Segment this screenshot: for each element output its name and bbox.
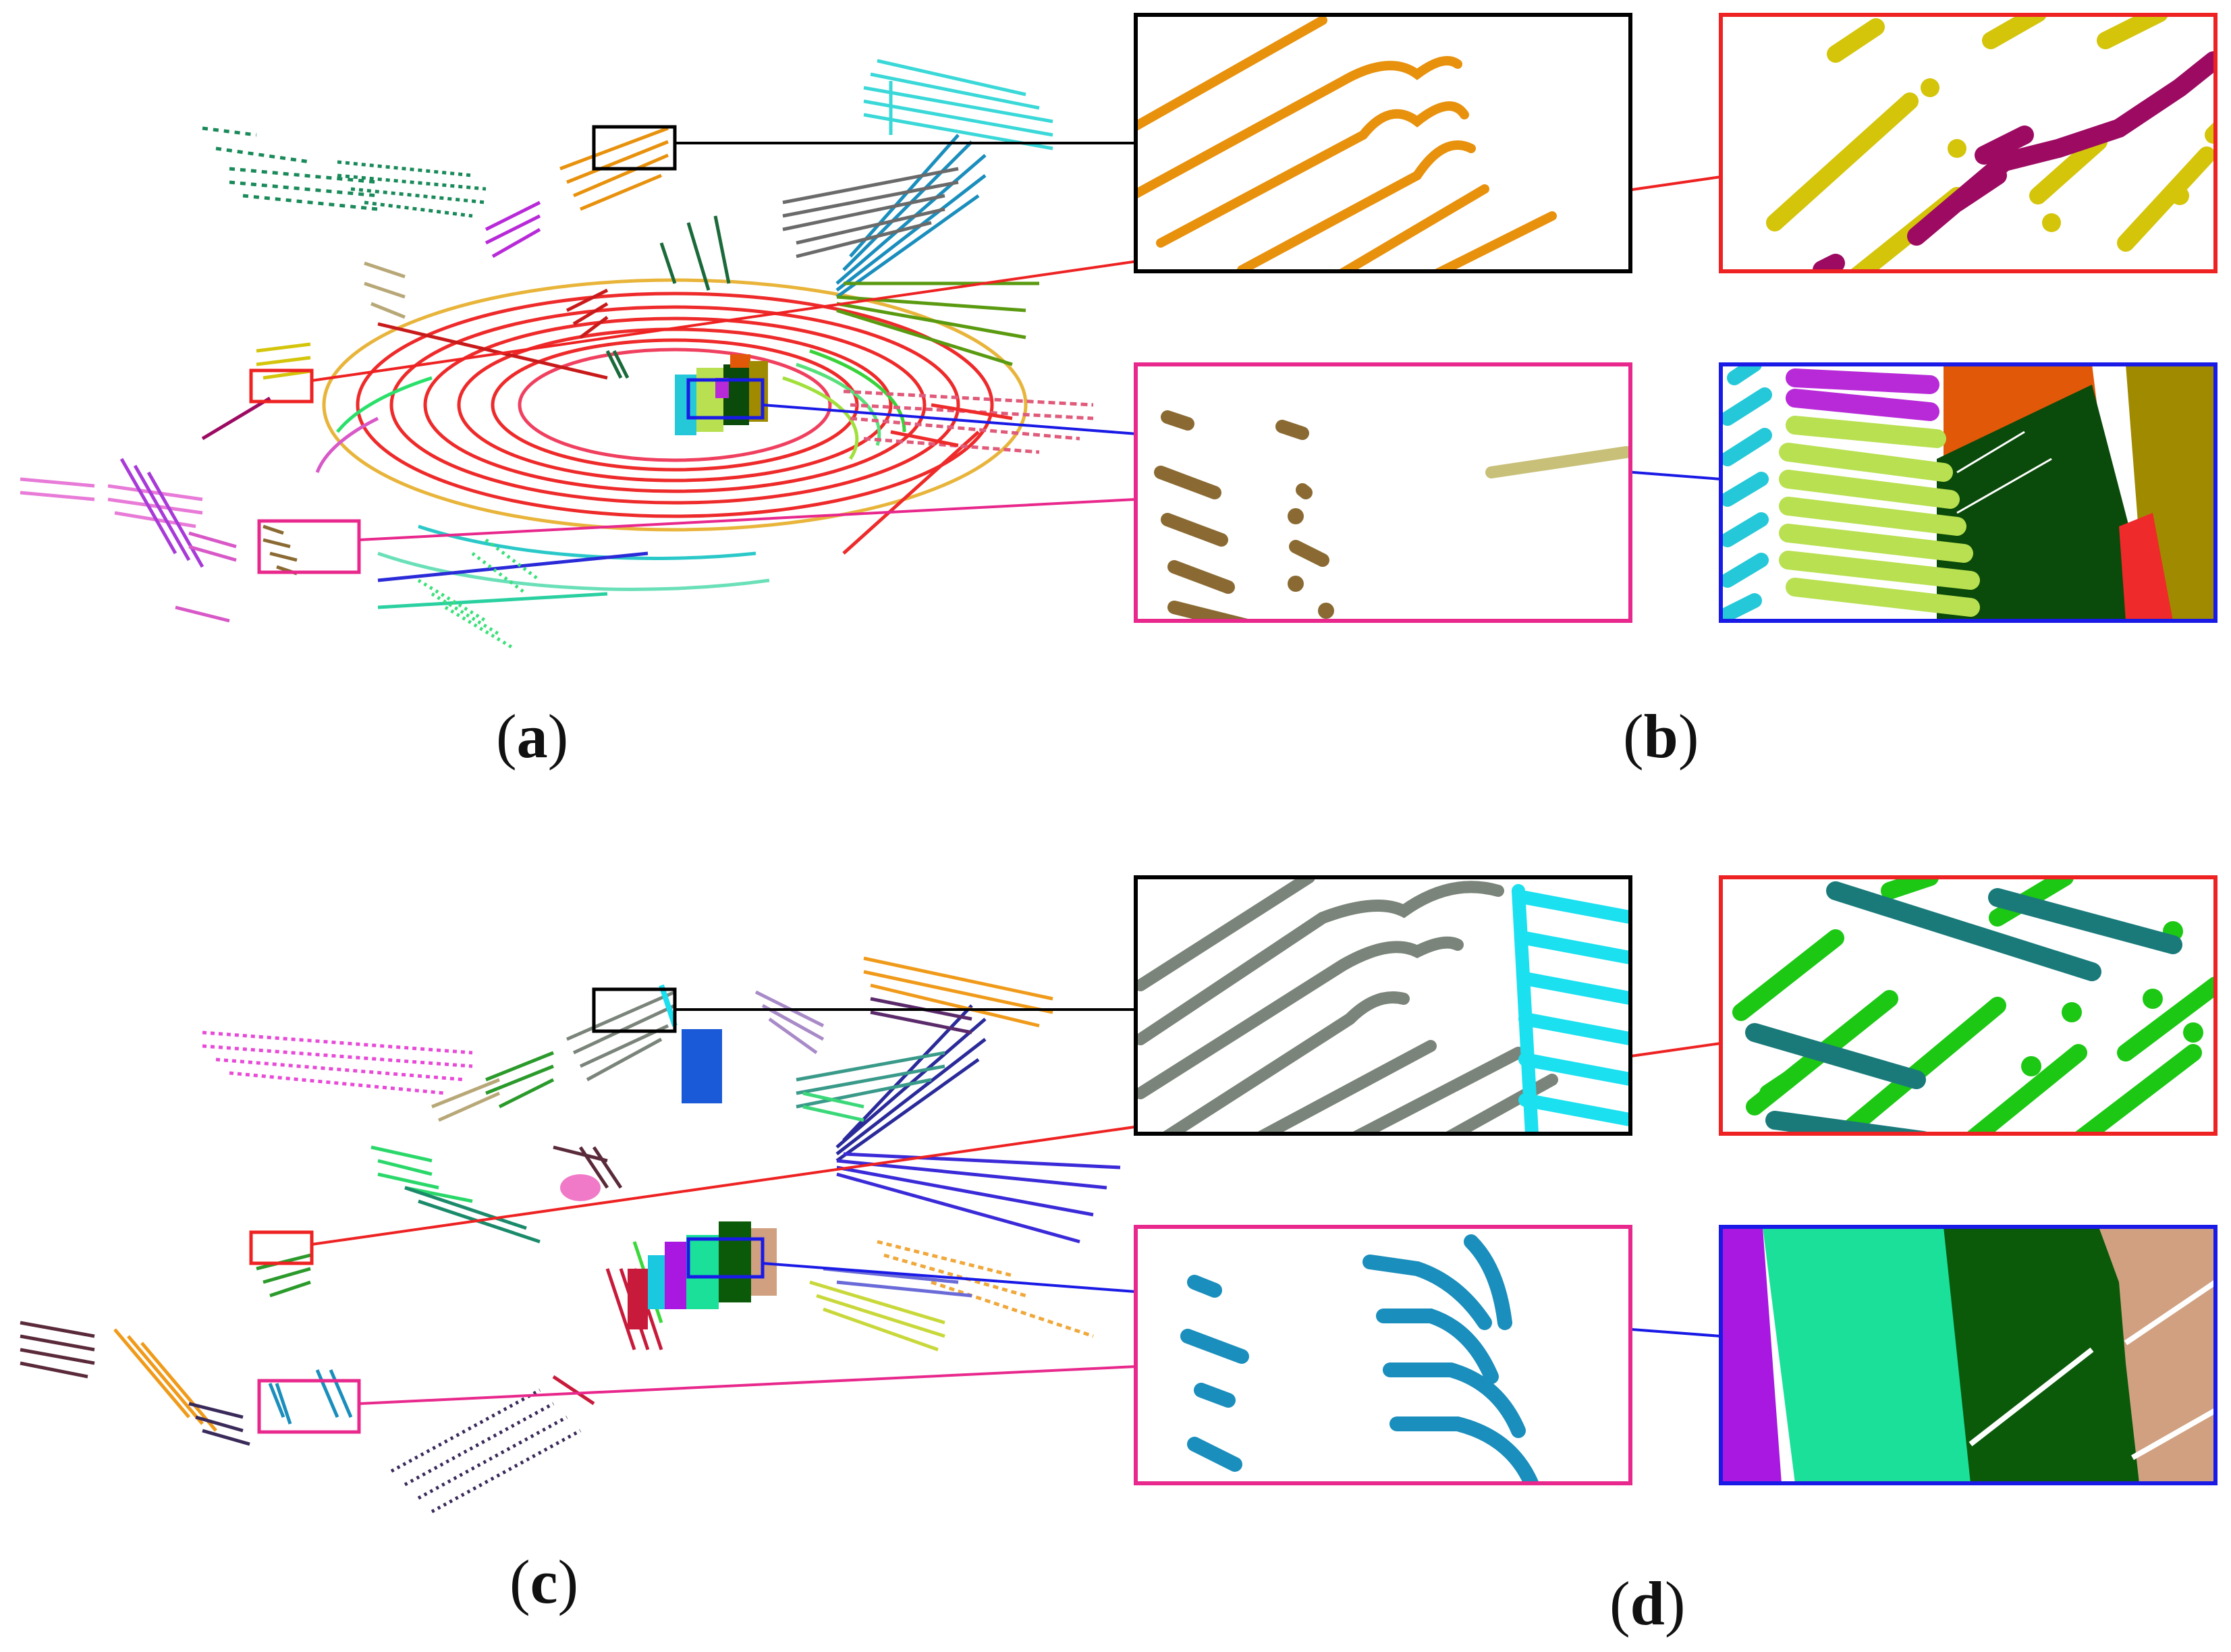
center-blocks-c xyxy=(628,1221,777,1329)
callout-box-red-a xyxy=(249,368,314,404)
zoom-b-blue xyxy=(1719,362,2218,623)
scan-clusters-c xyxy=(20,956,1121,1514)
zoom-d-blue xyxy=(1719,1225,2218,1485)
callout-box-blue-c xyxy=(686,1237,765,1279)
panel-label-a: (a) xyxy=(496,702,569,771)
panel-label-c: (c) xyxy=(509,1547,579,1616)
panel-label-b: (b) xyxy=(1623,702,1699,771)
callout-box-magenta-a xyxy=(257,519,361,574)
callouts-a xyxy=(249,125,765,574)
panel-label-d: (d) xyxy=(1609,1569,1686,1638)
scan-clusters-a xyxy=(20,59,1094,650)
zoom-b-orange xyxy=(1134,13,1632,273)
callout-box-magenta-c xyxy=(257,1379,361,1434)
zoom-d-magenta xyxy=(1134,1225,1632,1485)
callout-box-black-a xyxy=(592,125,677,171)
scene-a xyxy=(20,59,1094,650)
zoom-b-red xyxy=(1719,13,2218,273)
callout-box-red-c xyxy=(249,1230,314,1265)
callout-box-blue-a xyxy=(686,378,765,420)
ring-arcs-a xyxy=(315,278,1028,609)
scene-c xyxy=(20,956,1121,1514)
zoom-d-red xyxy=(1719,875,2218,1136)
zoom-d-black xyxy=(1134,875,1632,1136)
zoom-b-magenta xyxy=(1134,362,1632,623)
